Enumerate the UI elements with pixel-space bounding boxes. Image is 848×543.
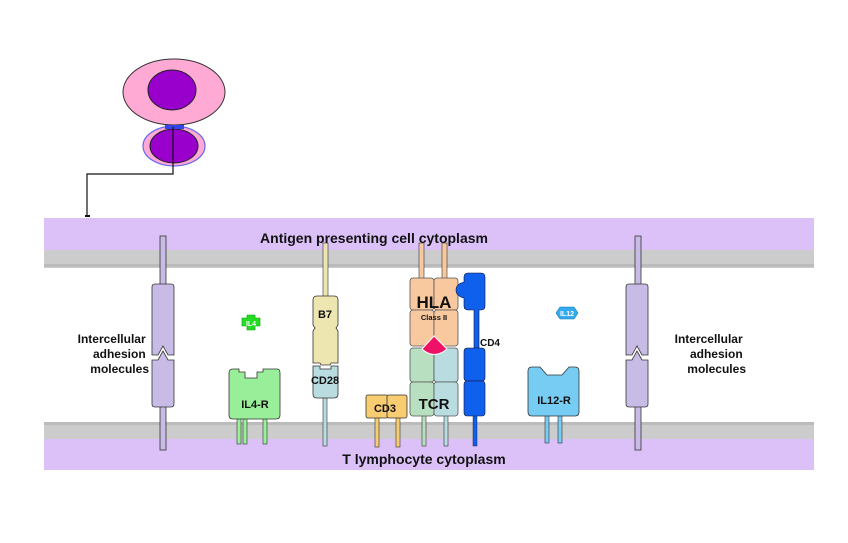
hla-label: HLA bbox=[417, 293, 452, 312]
apc-membrane-edge bbox=[44, 264, 814, 267]
il4-label: IL4 bbox=[246, 321, 256, 328]
il4-receptor: IL4-R bbox=[228, 368, 281, 445]
apc-cytoplasm-label: Antigen presenting cell cytoplasm bbox=[260, 230, 488, 246]
cd3-label: CD3 bbox=[374, 403, 396, 415]
il4r-label: IL4-R bbox=[241, 399, 269, 411]
cd28-label: CD28 bbox=[311, 375, 339, 387]
il12-label: IL12 bbox=[560, 311, 574, 318]
b7-molecule: B7 bbox=[312, 242, 339, 366]
apc-cytoplasm-band bbox=[44, 218, 814, 250]
il12-receptor: IL12-R bbox=[527, 366, 580, 444]
synapse-contact bbox=[165, 125, 184, 129]
cd28-molecule: CD28 bbox=[311, 365, 339, 447]
adhesion-molecule-left bbox=[151, 235, 175, 451]
il12-cytokine: IL12 bbox=[555, 306, 579, 320]
t-cell-nucleus bbox=[149, 128, 199, 164]
adhesion-molecule-right bbox=[625, 235, 649, 451]
il4-cytokine: IL4 bbox=[241, 314, 261, 331]
antigen-peptide bbox=[421, 335, 448, 355]
hla-class-ii: HLA Class II bbox=[409, 242, 459, 347]
il12r-label: IL12-R bbox=[537, 395, 571, 407]
cd4-label: CD4 bbox=[480, 338, 500, 349]
pointer-tip bbox=[85, 215, 90, 217]
cd3-molecule: CD3 bbox=[365, 394, 408, 448]
tcr-label: TCR bbox=[419, 396, 450, 413]
adhesion-label-right: Intercellular adhesion molecules bbox=[675, 332, 747, 376]
pointer-line bbox=[86, 127, 174, 216]
cell-interaction-icon bbox=[85, 58, 226, 217]
tcr-molecule: TCR bbox=[409, 347, 459, 447]
adhesion-label-left: Intercellular adhesion molecules bbox=[78, 332, 150, 376]
t-membrane-edge bbox=[44, 422, 814, 425]
apc-membrane bbox=[44, 250, 814, 268]
hla-class-label: Class II bbox=[421, 313, 447, 322]
t-membrane bbox=[44, 422, 814, 439]
apc-nucleus bbox=[147, 69, 197, 111]
b7-label: B7 bbox=[318, 309, 332, 321]
t-cytoplasm-label: T lymphocyte cytoplasm bbox=[342, 451, 505, 467]
cd4-molecule: CD4 bbox=[455, 272, 500, 447]
t-cytoplasm-band bbox=[44, 439, 814, 470]
